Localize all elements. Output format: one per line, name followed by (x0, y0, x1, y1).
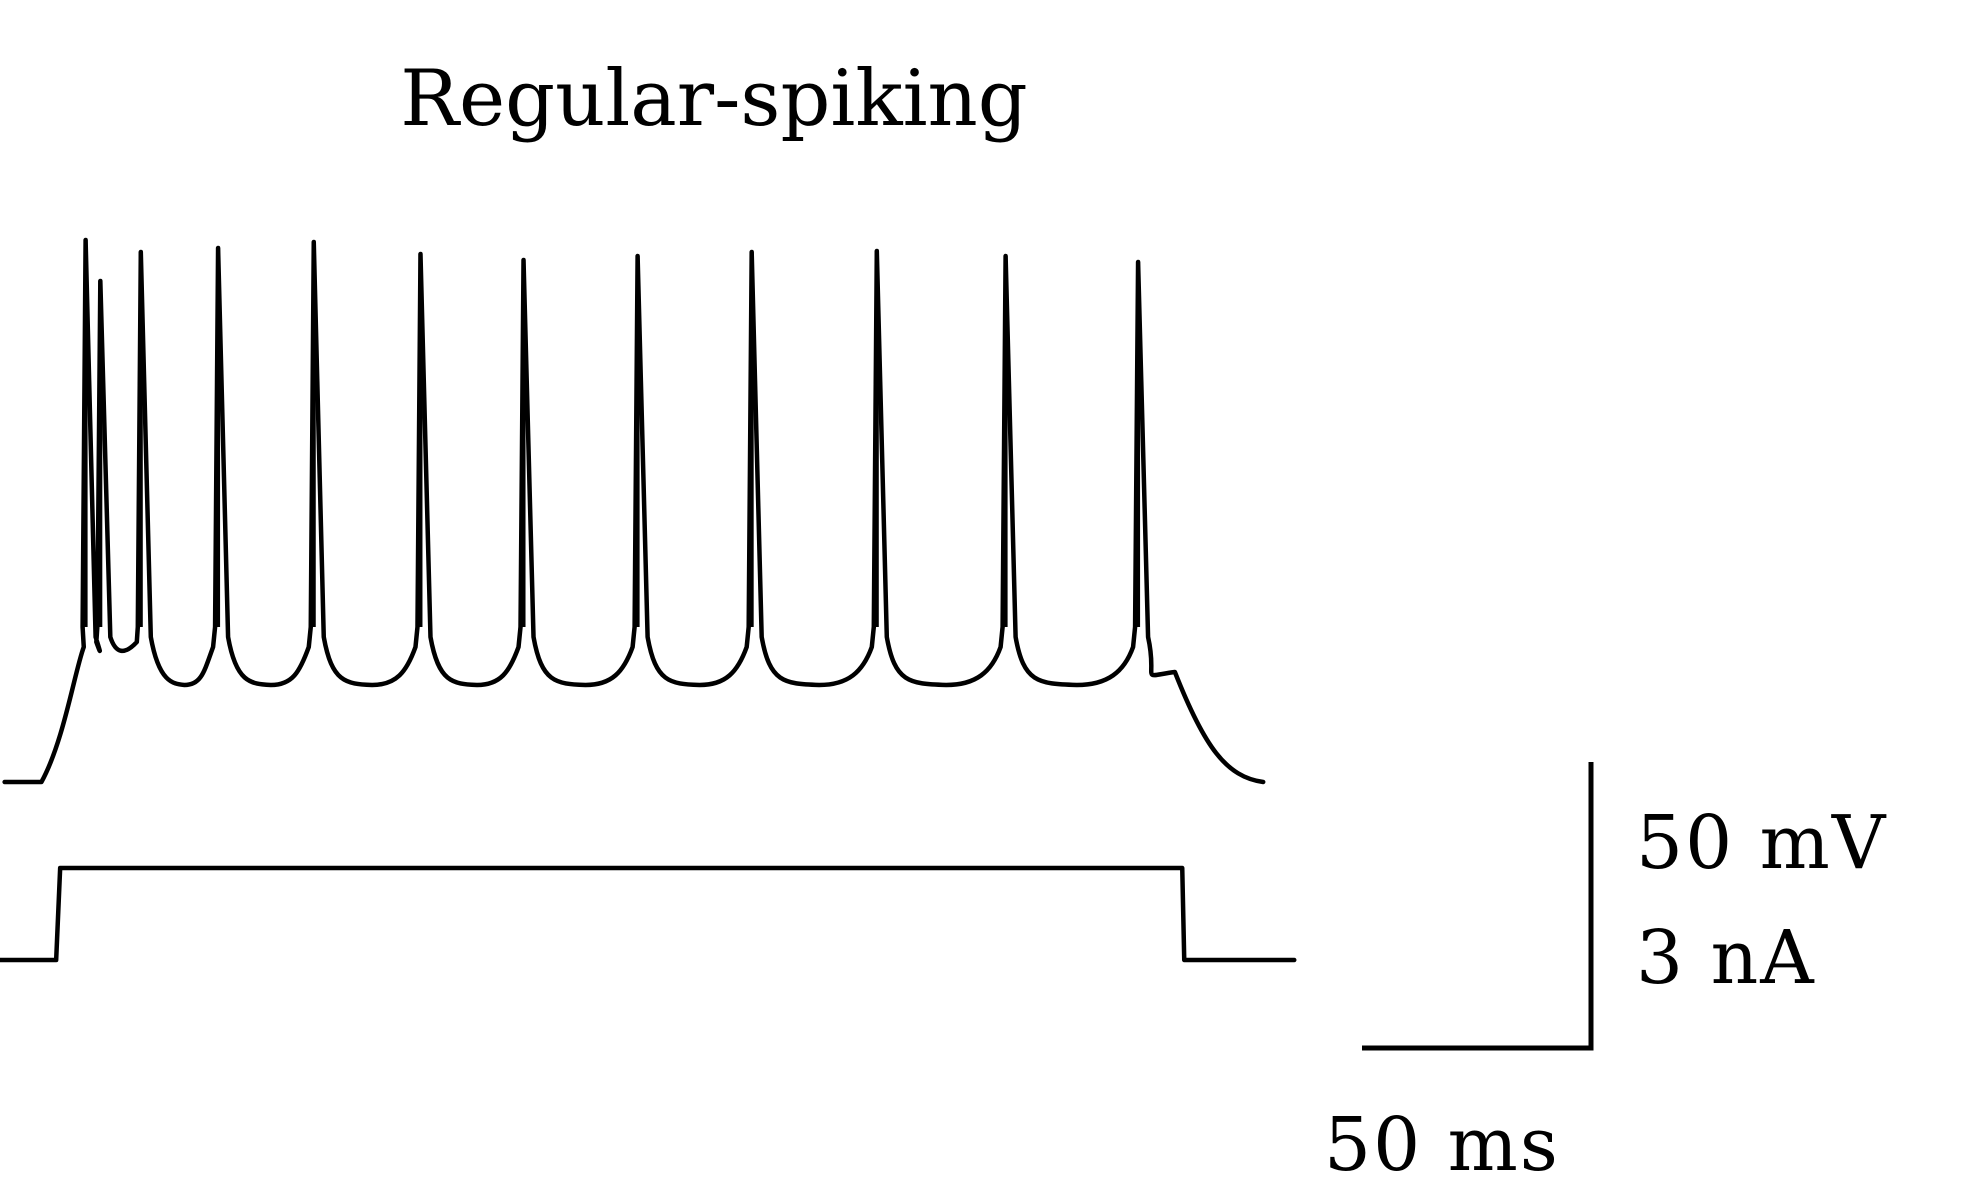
scale-bar (1362, 762, 1594, 1051)
scale-label-voltage: 50 mV (1636, 800, 1887, 886)
current-step-trace (0, 865, 1297, 963)
voltage-trace-group (2, 237, 1266, 785)
scale-label-current: 3 nA (1636, 915, 1816, 1001)
voltage-trace (2, 237, 1266, 785)
scale-label-time: 50 ms (1324, 1102, 1560, 1188)
chart-title: Regular-spiking (400, 54, 1027, 144)
current-trace-group (0, 865, 1297, 963)
